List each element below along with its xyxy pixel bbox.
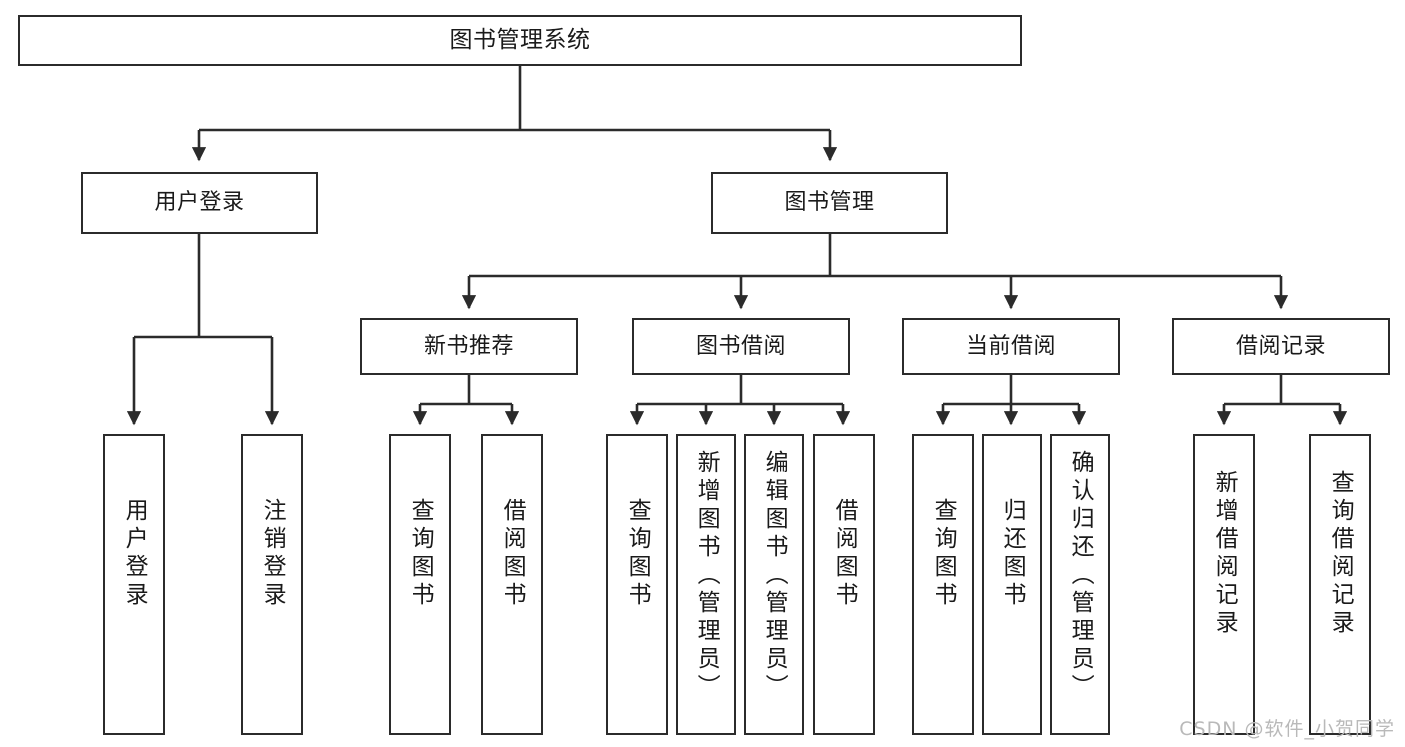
leaf-return-book-label: 归还图书: [999, 498, 1026, 610]
leaf-confirm-return-label: 确认归还（管理员）: [1067, 450, 1094, 702]
leaf-logout-label: 注销登录: [259, 498, 286, 610]
leaf-query-book-3-label: 查询图书: [930, 498, 957, 610]
node-root-label: 图书管理系统: [449, 26, 591, 53]
node-borrow-record-label: 借阅记录: [1235, 333, 1326, 359]
leaf-query-book-2[interactable]: 查询图书: [606, 434, 668, 735]
leaf-query-book-1-label: 查询图书: [407, 498, 434, 610]
node-new-book-rec-label: 新书推荐: [423, 333, 514, 359]
leaf-query-book-3[interactable]: 查询图书: [912, 434, 974, 735]
node-current-borrow[interactable]: 当前借阅: [902, 318, 1120, 375]
leaf-logout[interactable]: 注销登录: [241, 434, 303, 735]
leaf-return-book[interactable]: 归还图书: [982, 434, 1042, 735]
leaf-query-record[interactable]: 查询借阅记录: [1309, 434, 1371, 735]
leaf-borrow-book-2-label: 借阅图书: [831, 498, 858, 610]
leaf-edit-book[interactable]: 编辑图书（管理员）: [744, 434, 804, 735]
leaf-add-book-label: 新增图书（管理员）: [693, 450, 720, 702]
leaf-query-book-2-label: 查询图书: [624, 498, 651, 610]
node-book-manage[interactable]: 图书管理: [711, 172, 948, 234]
watermark-text: CSDN @软件_小贺同学: [1179, 718, 1395, 740]
leaf-borrow-book-1-label: 借阅图书: [499, 498, 526, 610]
leaf-edit-book-label: 编辑图书（管理员）: [761, 450, 788, 702]
leaf-borrow-book-1[interactable]: 借阅图书: [481, 434, 543, 735]
node-user-login[interactable]: 用户登录: [81, 172, 318, 234]
node-new-book-rec[interactable]: 新书推荐: [360, 318, 578, 375]
node-book-borrow[interactable]: 图书借阅: [632, 318, 850, 375]
node-book-manage-label: 图书管理: [784, 190, 875, 216]
node-current-borrow-label: 当前借阅: [965, 333, 1056, 359]
leaf-query-book-1[interactable]: 查询图书: [389, 434, 451, 735]
leaf-user-login-label: 用户登录: [121, 498, 148, 610]
leaf-user-login[interactable]: 用户登录: [103, 434, 165, 735]
node-root[interactable]: 图书管理系统: [18, 15, 1022, 66]
leaf-add-record[interactable]: 新增借阅记录: [1193, 434, 1255, 735]
leaf-query-record-label: 查询借阅记录: [1327, 470, 1354, 638]
leaf-borrow-book-2[interactable]: 借阅图书: [813, 434, 875, 735]
leaf-confirm-return[interactable]: 确认归还（管理员）: [1050, 434, 1110, 735]
node-book-borrow-label: 图书借阅: [695, 333, 786, 359]
node-borrow-record[interactable]: 借阅记录: [1172, 318, 1390, 375]
node-user-login-label: 用户登录: [154, 190, 245, 216]
leaf-add-book[interactable]: 新增图书（管理员）: [676, 434, 736, 735]
leaf-add-record-label: 新增借阅记录: [1211, 470, 1238, 638]
